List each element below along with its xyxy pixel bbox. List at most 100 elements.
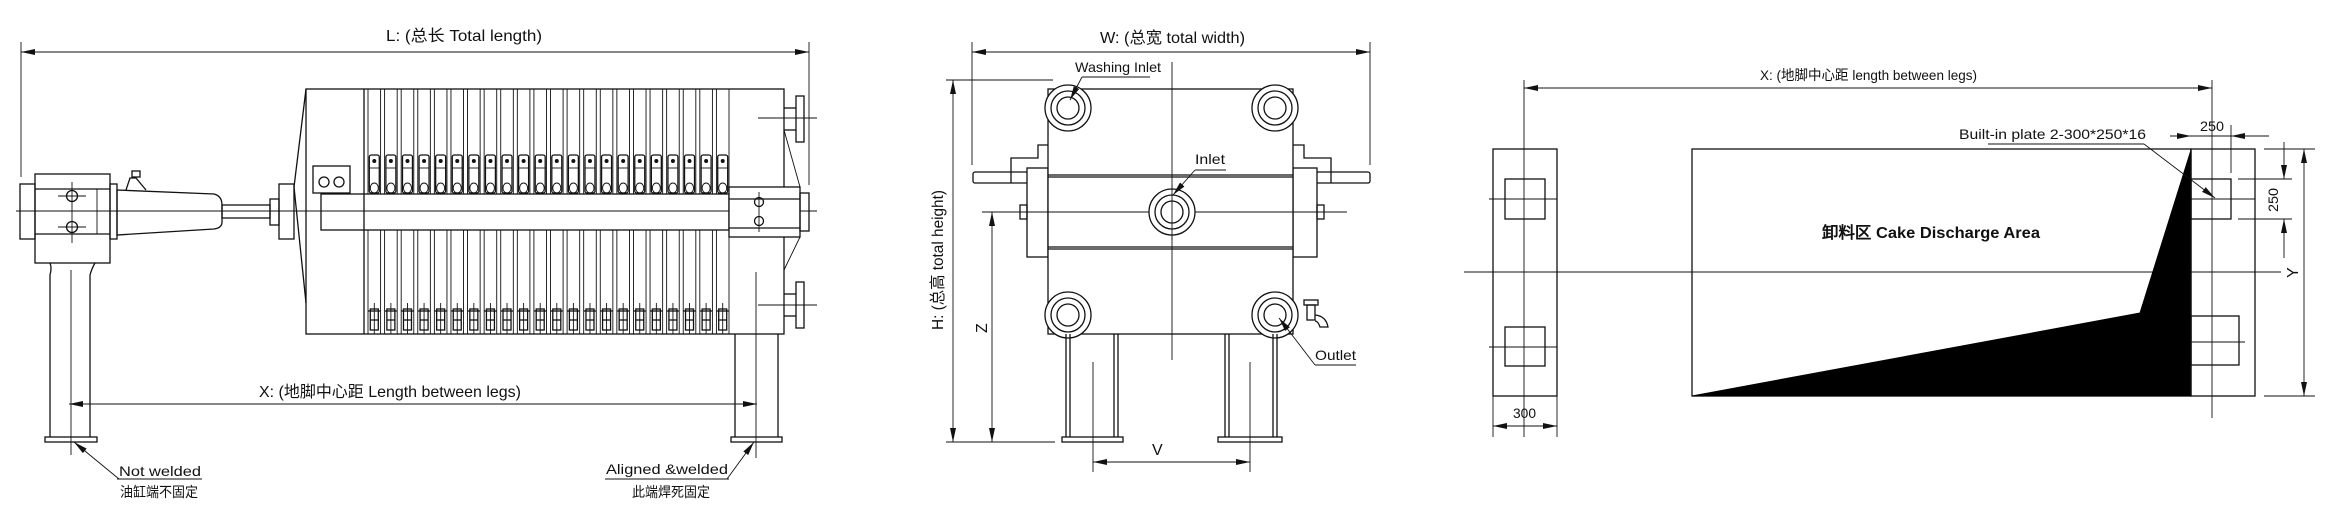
washing-inlet-label: Washing Inlet xyxy=(1075,59,1161,75)
inlet-flange xyxy=(1148,185,1196,240)
total-width-dimension: W: (总宽 total width) xyxy=(971,29,1371,165)
hydraulic-cylinder xyxy=(19,170,295,455)
built-in-plate-label: Built-in plate 2-300*250*16 xyxy=(1959,126,2146,142)
plate-wheel xyxy=(436,182,446,194)
outlet-valve xyxy=(1303,299,1329,328)
total-height-dimension: H: (总高 total height) xyxy=(929,79,1055,443)
outlet-label: Outlet xyxy=(1315,347,1356,363)
side-view: L: (总长 Total length) xyxy=(16,27,817,500)
dim-250-vertical-label: 250 xyxy=(2265,188,2281,212)
tail-head xyxy=(728,186,801,238)
plate-wheel xyxy=(552,182,562,194)
aligned-welded-note: Aligned &welded 此端焊死固定 xyxy=(605,441,755,500)
plate-wheel xyxy=(403,182,412,194)
discharge-area-label: 卸料区 Cake Discharge Area xyxy=(1822,223,2040,242)
plate-handle-pin xyxy=(471,159,476,163)
plate-handle-pin xyxy=(720,159,725,163)
built-in-plate-bottom xyxy=(2190,315,2240,366)
plate-wheel xyxy=(369,182,379,194)
discharge-chute-shape xyxy=(1691,149,2192,397)
plate-handle-pin xyxy=(670,159,675,163)
plate-handle-pin xyxy=(687,159,692,163)
z-label: Z xyxy=(974,323,991,333)
plate-wheel xyxy=(502,182,512,194)
plate-handle-pin xyxy=(455,159,460,163)
plate-wheel xyxy=(618,182,628,194)
plate-wheel xyxy=(651,182,661,194)
inlet-callout: Inlet xyxy=(1172,151,1226,196)
plate-wheel xyxy=(585,182,595,194)
dim-300: 300 xyxy=(1492,396,1558,437)
right-side-bracket xyxy=(1292,167,1318,258)
total-width-label: W: (总宽 total width) xyxy=(1100,29,1245,47)
dim-300-label: 300 xyxy=(1513,405,1536,421)
plate-handle-pin xyxy=(388,159,393,163)
outlet-callout: Outlet xyxy=(1278,317,1356,366)
plate-handle-pin xyxy=(372,159,377,163)
main-rail xyxy=(320,193,730,231)
plate-handle-pin xyxy=(554,159,559,163)
plate-wheel xyxy=(519,182,529,194)
plate-wheel xyxy=(485,182,495,194)
dim-250-vertical: 250 xyxy=(2238,142,2292,258)
plate-handle-pin xyxy=(488,159,493,163)
plate-wheel xyxy=(635,182,645,194)
end-view: W: (总宽 total width) xyxy=(929,29,1371,472)
total-length-dimension: L: (总长 Total length) xyxy=(20,27,810,185)
top-right-flange xyxy=(1251,84,1299,132)
dim-250-horizontal: 250 xyxy=(2170,118,2269,173)
plate-handle-pin xyxy=(422,159,427,163)
plate-wheel xyxy=(602,182,612,194)
left-foundation-pad xyxy=(1489,148,1558,397)
left-side-bracket xyxy=(1026,167,1049,258)
cake-discharge-area: 卸料区 Cake Discharge Area xyxy=(1691,148,2192,397)
plate-wheel xyxy=(469,182,479,194)
y-dimension: Y xyxy=(2264,148,2315,397)
top-nozzle xyxy=(758,95,817,143)
plate-wheel xyxy=(701,182,711,194)
plate-handle-pin xyxy=(587,159,592,163)
total-height-label: H: (总高 total height) xyxy=(929,190,947,330)
plate-handle-pin xyxy=(704,159,709,163)
inlet-label: Inlet xyxy=(1195,151,1225,167)
v-dimension: V xyxy=(1092,362,1251,472)
filter-plates xyxy=(363,89,730,334)
plate-handle-pin xyxy=(654,159,659,163)
plate-wheel xyxy=(685,182,694,194)
foundation-plan: X: (地脚中心距 length between legs) 300 卸料区 C… xyxy=(1464,67,2315,437)
plate-wheel xyxy=(568,182,578,194)
outlet-flange xyxy=(1251,291,1299,339)
plate-wheel xyxy=(668,182,678,194)
plate-wheel xyxy=(386,182,396,194)
y-label: Y xyxy=(2285,267,2302,278)
washing-inlet-flange xyxy=(1044,84,1092,132)
bottom-left-flange xyxy=(1044,291,1092,339)
plan-legs-length-label: X: (地脚中心距 length between legs) xyxy=(1760,67,1977,83)
plate-wheel xyxy=(535,182,545,194)
built-in-plate-callout: Built-in plate 2-300*250*16 xyxy=(1959,126,2216,199)
left-anchor-plate-bottom xyxy=(1504,326,1546,367)
bottom-nozzle xyxy=(758,281,817,329)
aligned-welded-label-zh: 此端焊死固定 xyxy=(632,484,710,500)
total-length-label: L: (总长 Total length) xyxy=(386,27,542,45)
plate-handle-pin xyxy=(604,159,609,163)
aligned-welded-label: Aligned &welded xyxy=(606,461,728,477)
not-welded-label-zh: 油缸端不固定 xyxy=(120,484,198,500)
plate-handle-pin xyxy=(505,159,510,163)
filter-press-body xyxy=(293,88,817,458)
plate-handle-pin xyxy=(621,159,626,163)
plate-wheel xyxy=(718,182,728,194)
legs-length-dimension: X: (地脚中心距 Length between legs) xyxy=(69,383,757,407)
washing-inlet-callout: Washing Inlet xyxy=(1069,59,1161,101)
plate-handle-pin xyxy=(637,159,642,163)
plate-wheel xyxy=(452,182,462,194)
end-legs xyxy=(1061,334,1283,443)
plate-handle-pin xyxy=(538,159,543,163)
not-welded-label: Not welded xyxy=(119,463,201,479)
z-dimension: Z xyxy=(974,212,995,442)
not-welded-note: Not welded 油缸端不固定 xyxy=(73,441,202,500)
legs-length-label: X: (地脚中心距 Length between legs) xyxy=(259,383,521,401)
right-foundation-pad xyxy=(2190,148,2256,397)
